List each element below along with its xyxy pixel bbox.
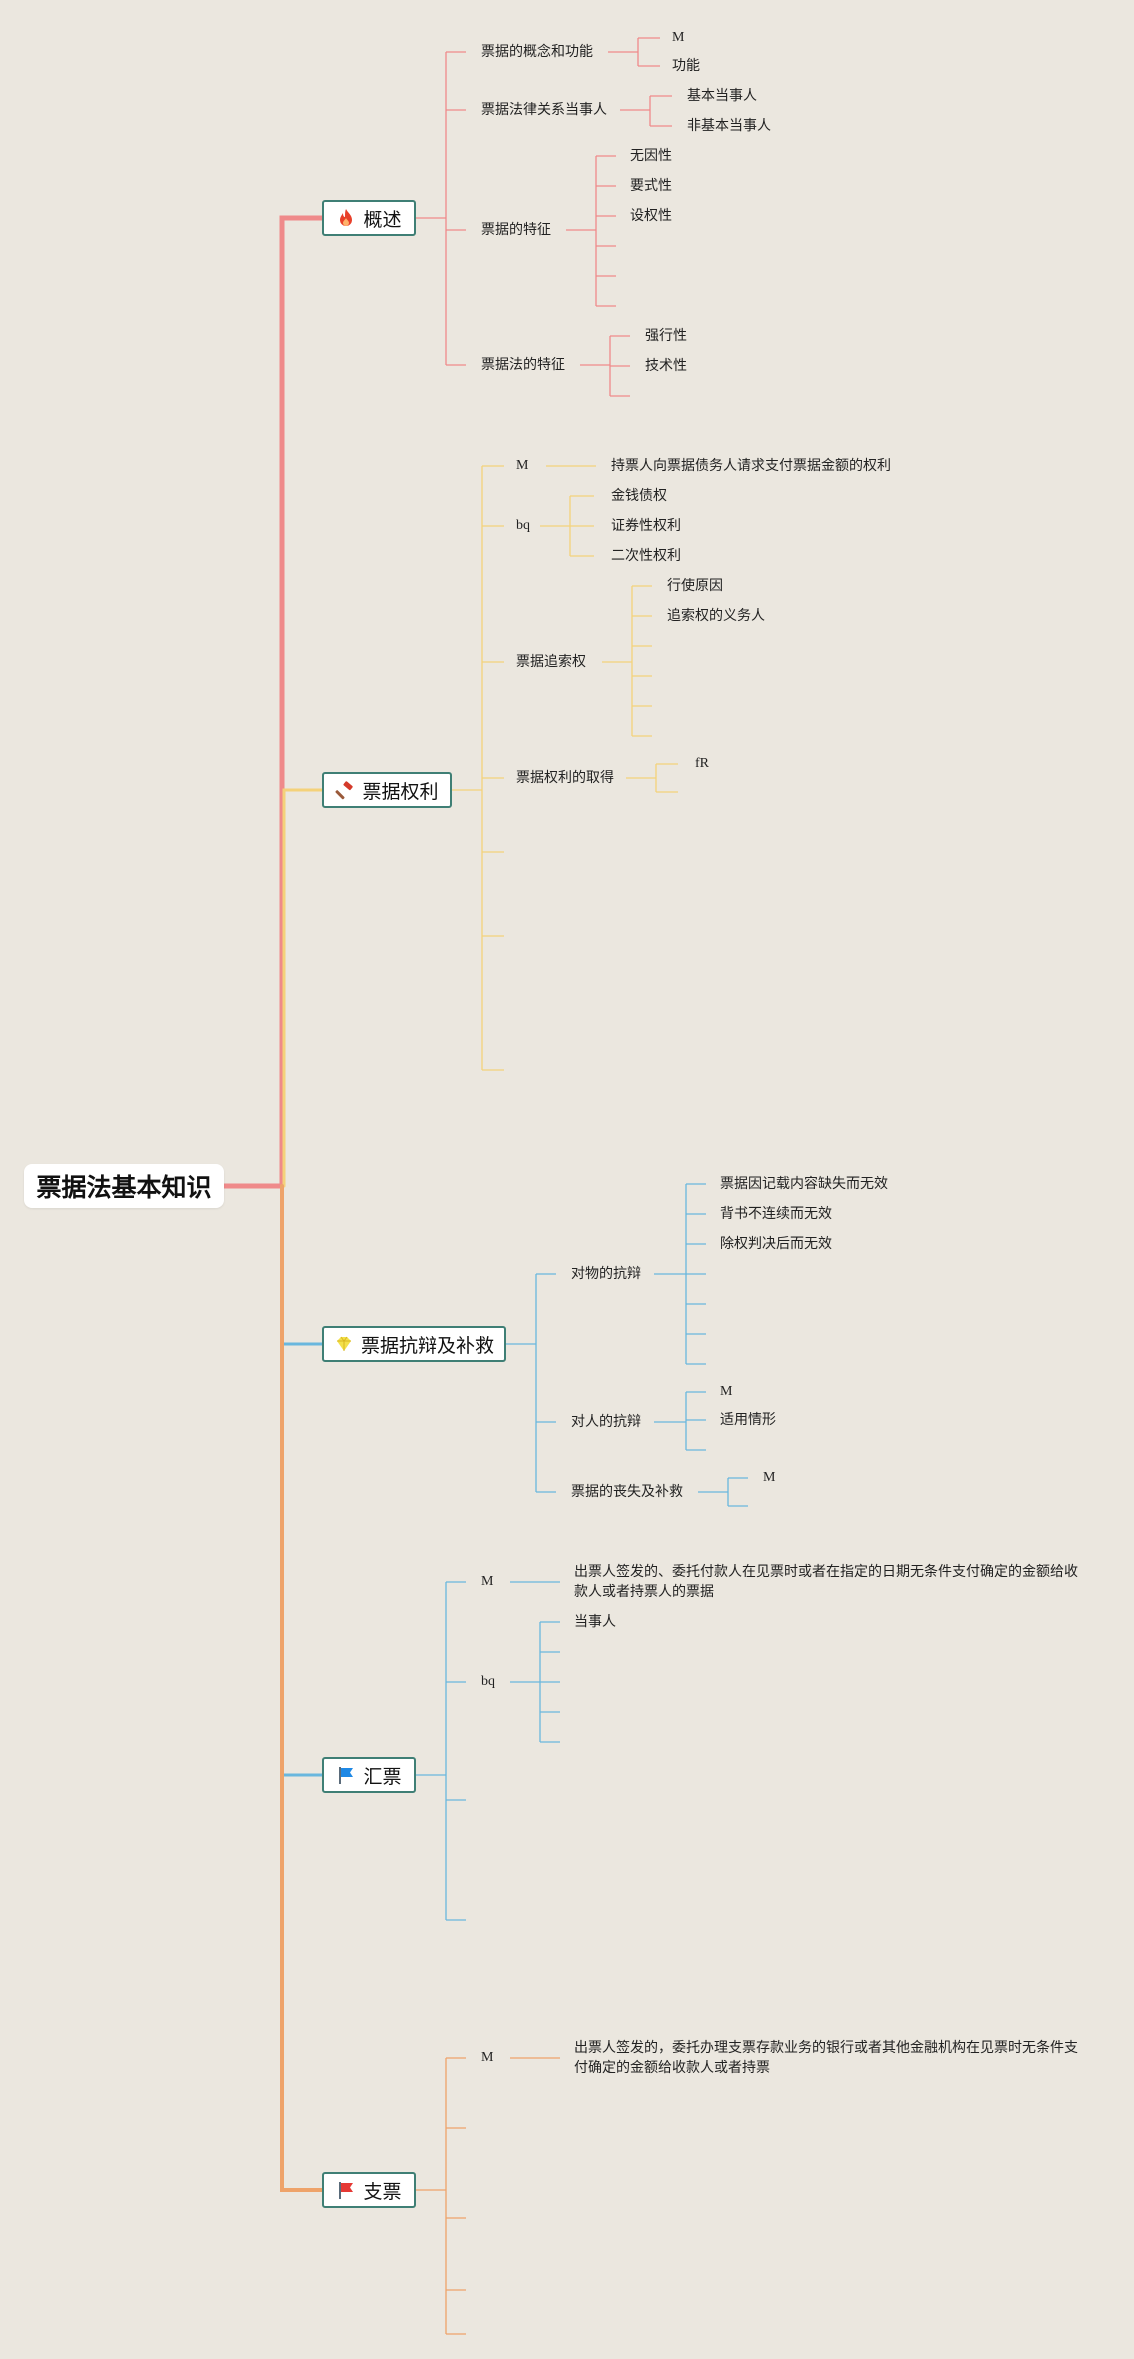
diamond-icon [334, 1334, 354, 1354]
node-recourse-1[interactable]: 行使原因 [667, 578, 723, 594]
branch-label-defense: 票据抗辩及补救 [360, 1334, 494, 1357]
node-bill-bq[interactable]: bq [481, 1674, 495, 1689]
branch-node-defense[interactable]: 票据抗辩及补救 [322, 1326, 506, 1362]
node-rights-m[interactable]: M [516, 458, 529, 473]
node-person-1[interactable]: M [720, 1384, 733, 1399]
node-concept[interactable]: 票据的概念和功能 [481, 44, 593, 60]
node-object-1[interactable]: 票据因记载内容缺失而无效 [720, 1176, 888, 1192]
node-feature-2[interactable]: 要式性 [630, 178, 672, 194]
hammer-icon [335, 780, 355, 800]
root-node[interactable]: 票据法基本知识 [24, 1164, 224, 1208]
red-flag-icon [336, 2180, 356, 2200]
branch-label-overview: 概述 [363, 208, 402, 231]
node-object-3[interactable]: 除权判决后而无效 [720, 1236, 832, 1252]
node-loss-1[interactable]: M [763, 1470, 776, 1485]
node-check-m[interactable]: M [481, 2050, 494, 2065]
branch-node-rights[interactable]: 票据权利 [322, 772, 452, 808]
node-concept-func[interactable]: 功能 [672, 58, 700, 74]
branch-node-bill[interactable]: 汇票 [322, 1757, 416, 1793]
node-rights-bq-1[interactable]: 金钱债权 [611, 488, 667, 504]
node-rights-bq-2[interactable]: 证券性权利 [611, 518, 681, 534]
node-bill-m-desc[interactable]: 出票人签发的、委托付款人在见票时或者在指定的日期无条件支付确定的金额给收款人或者… [574, 1564, 1078, 1600]
node-loss[interactable]: 票据的丧失及补救 [571, 1484, 683, 1500]
node-object-defense[interactable]: 对物的抗辩 [571, 1266, 641, 1282]
branch-label-check: 支票 [363, 2180, 402, 2203]
node-law-feature-1[interactable]: 强行性 [645, 328, 687, 344]
node-relation[interactable]: 票据法律关系当事人 [481, 102, 607, 118]
branch-node-overview[interactable]: 概述 [322, 200, 416, 236]
node-acquire[interactable]: 票据权利的取得 [516, 770, 614, 786]
branch-node-check[interactable]: 支票 [322, 2172, 416, 2208]
node-recourse-2[interactable]: 追索权的义务人 [667, 608, 765, 624]
root-title: 票据法基本知识 [36, 1173, 212, 1202]
node-concept-m[interactable]: M [672, 30, 685, 45]
node-check-m-desc[interactable]: 出票人签发的，委托办理支票存款业务的银行或者其他金融机构在见票时无条件支付确定的… [574, 2040, 1078, 2076]
node-rights-bq-3[interactable]: 二次性权利 [611, 548, 681, 564]
branch-label-rights: 票据权利 [362, 780, 439, 803]
node-bill-m[interactable]: M [481, 1574, 494, 1589]
node-person-defense[interactable]: 对人的抗辩 [571, 1414, 641, 1430]
node-features[interactable]: 票据的特征 [481, 222, 551, 238]
node-rights-m-desc[interactable]: 持票人向票据债务人请求支付票据金额的权利 [611, 458, 891, 474]
node-law-features[interactable]: 票据法的特征 [481, 357, 565, 373]
branch-label-bill: 汇票 [363, 1765, 402, 1788]
node-law-feature-2[interactable]: 技术性 [645, 358, 687, 374]
blue-flag-icon [336, 1765, 356, 1785]
node-non-basic-party[interactable]: 非基本当事人 [687, 118, 771, 134]
node-feature-3[interactable]: 设权性 [630, 208, 672, 224]
node-object-2[interactable]: 背书不连续而无效 [720, 1206, 832, 1222]
node-recourse[interactable]: 票据追索权 [516, 654, 586, 670]
fire-icon [336, 208, 356, 228]
node-acquire-1[interactable]: fR [695, 756, 709, 771]
node-bill-bq-1[interactable]: 当事人 [574, 1614, 616, 1630]
node-basic-party[interactable]: 基本当事人 [687, 88, 757, 104]
node-feature-1[interactable]: 无因性 [630, 148, 672, 164]
node-person-2[interactable]: 适用情形 [720, 1412, 776, 1428]
node-rights-bq[interactable]: bq [516, 518, 530, 533]
